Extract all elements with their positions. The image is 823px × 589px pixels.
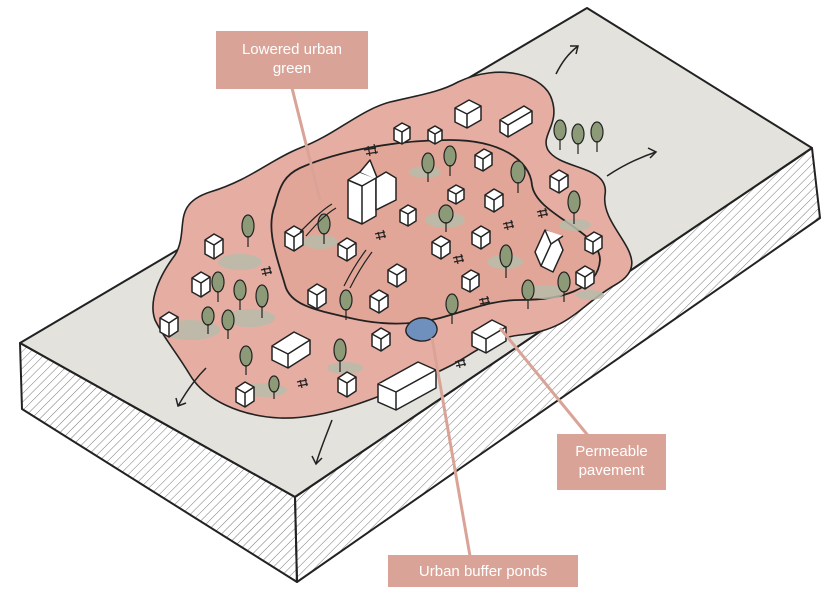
building xyxy=(448,185,464,204)
building xyxy=(550,170,568,193)
callout-line: pavement xyxy=(567,461,656,480)
buffer-pond xyxy=(406,318,437,341)
callout-lowered-urban-green: Lowered urban green xyxy=(216,31,368,89)
building xyxy=(370,290,388,313)
callout-urban-buffer-ponds: Urban buffer ponds xyxy=(388,555,578,587)
building xyxy=(576,266,594,289)
building xyxy=(388,264,406,287)
building xyxy=(236,382,254,407)
building xyxy=(400,205,416,226)
building xyxy=(160,312,178,337)
building xyxy=(285,226,303,251)
building xyxy=(338,238,356,261)
callout-line: Permeable xyxy=(567,442,656,461)
building xyxy=(308,284,326,309)
callout-line: Urban buffer ponds xyxy=(398,562,568,581)
building xyxy=(394,123,410,144)
callout-permeable-pavement: Permeable pavement xyxy=(557,434,666,490)
building xyxy=(428,126,442,144)
building xyxy=(192,272,210,297)
callout-line: Lowered urban xyxy=(226,40,358,59)
building xyxy=(485,189,503,212)
callout-line: green xyxy=(226,59,358,78)
building xyxy=(205,234,223,259)
building xyxy=(338,372,356,397)
building xyxy=(472,226,490,249)
building xyxy=(372,328,390,351)
building xyxy=(432,236,450,259)
